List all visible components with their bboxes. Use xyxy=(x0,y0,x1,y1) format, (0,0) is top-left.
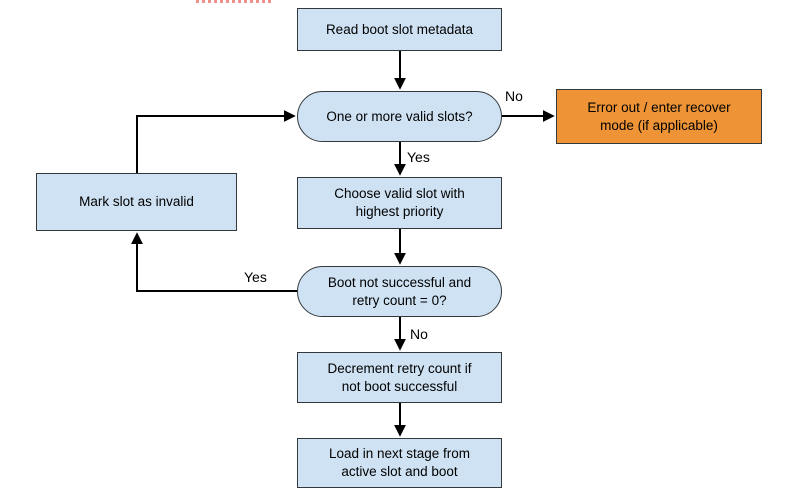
edge-label-no-decision1: No xyxy=(505,88,523,104)
node-label: One or more valid slots? xyxy=(326,108,473,124)
node-label: Read boot slot metadata xyxy=(325,21,474,37)
arrow-decision2-yes-to-mark xyxy=(131,232,297,292)
node-label: Load in next stage from active slot and … xyxy=(328,446,471,479)
edge-label-yes-decision2: Yes xyxy=(244,269,267,285)
node-label: Choose valid slot with highest priority xyxy=(334,186,465,219)
node-label: Boot not successful and retry count = 0? xyxy=(327,274,472,308)
node-mark-slot-invalid: Mark slot as invalid xyxy=(36,173,237,231)
node-label: Decrement retry count if not boot succes… xyxy=(327,360,472,394)
node-decision-boot-not-successful: Boot not successful and retry count = 0? xyxy=(297,266,502,317)
node-load-next-stage: Load in next stage from active slot and … xyxy=(297,438,502,488)
edge-label-no-decision2: No xyxy=(410,326,428,342)
node-label: Mark slot as invalid xyxy=(79,194,194,210)
node-error-recover-mode: Error out / enter recover mode (if appli… xyxy=(556,89,762,144)
node-read-boot-slot-metadata: Read boot slot metadata xyxy=(297,8,502,51)
node-choose-valid-slot: Choose valid slot with highest priority xyxy=(297,177,502,229)
node-label: Error out / enter recover mode (if appli… xyxy=(587,99,731,133)
node-decrement-retry-count: Decrement retry count if not boot succes… xyxy=(297,352,502,403)
edge-label-yes-decision1: Yes xyxy=(407,149,430,165)
arrow-mark-to-decision1 xyxy=(136,110,296,173)
top-red-marks xyxy=(196,0,271,3)
node-decision-valid-slots: One or more valid slots? xyxy=(297,91,502,142)
